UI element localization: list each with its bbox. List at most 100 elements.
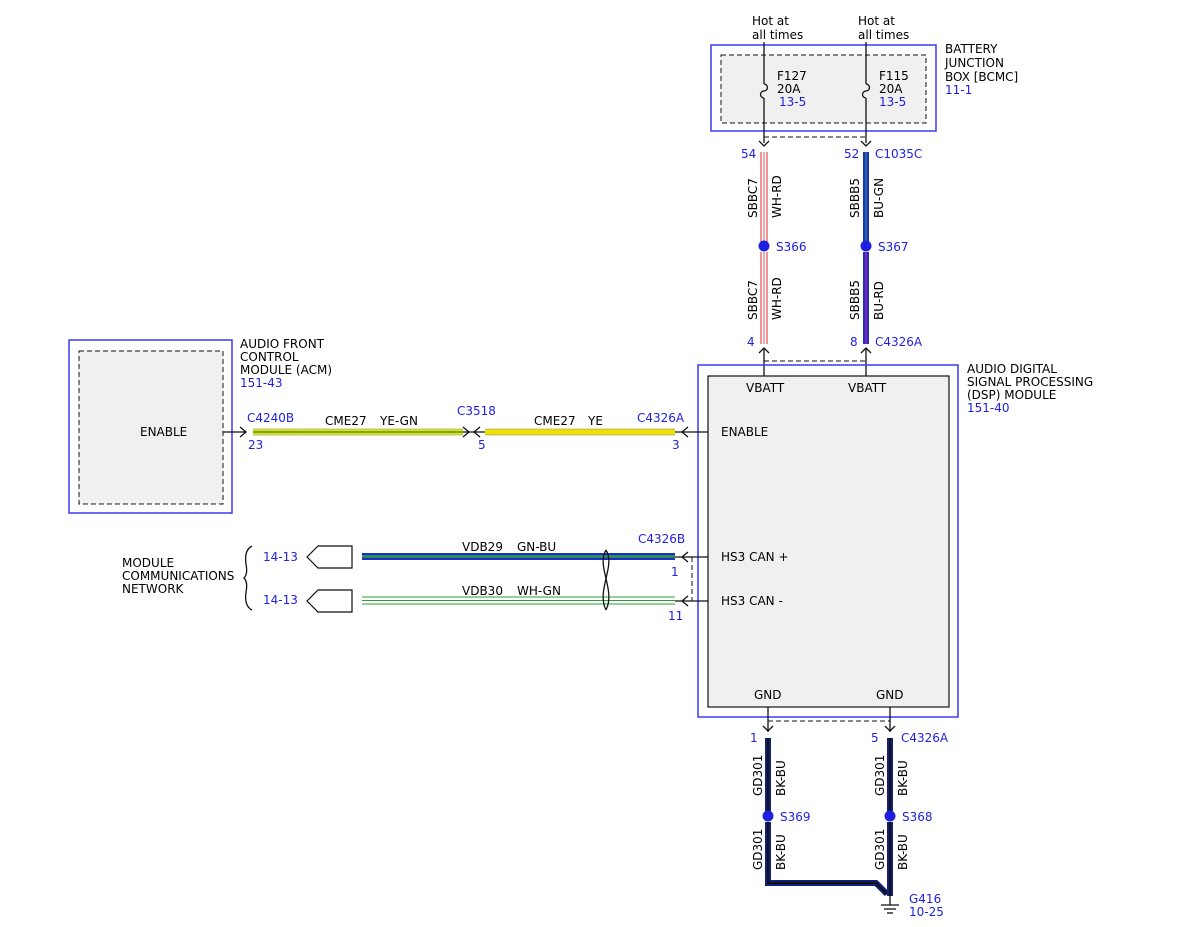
connector-c4326a-power[interactable] bbox=[758, 347, 872, 376]
wire-sbbc7-lower-circuit: SBBC7 bbox=[746, 280, 760, 320]
splice-s368-label: S368 bbox=[902, 810, 933, 824]
wire-vdb30-circuit: VDB30 bbox=[462, 584, 503, 598]
wire-sbbc7-upper[interactable] bbox=[760, 152, 768, 244]
wire-sbbb5-lower[interactable] bbox=[863, 252, 869, 344]
wire-sbbb5-upper-circuit: SBBB5 bbox=[848, 178, 862, 218]
can-minus-connector-arrow[interactable] bbox=[306, 589, 353, 613]
acm-name-line2: CONTROL bbox=[240, 350, 299, 364]
wire-gd301-right-upper[interactable] bbox=[887, 738, 893, 814]
c1035c-label[interactable]: C1035C bbox=[875, 147, 922, 161]
wire-gd301-left-upper-circuit: GD301 bbox=[751, 755, 765, 796]
bjb-ref[interactable]: 11-1 bbox=[945, 83, 972, 97]
splice-s368[interactable] bbox=[884, 810, 896, 822]
wire-gd301-left-lower[interactable] bbox=[765, 822, 890, 897]
c4240b-label[interactable]: C4240B bbox=[247, 411, 294, 425]
fuse-f127-rating: 20A bbox=[777, 82, 801, 96]
acm-ref[interactable]: 151-43 bbox=[240, 376, 283, 390]
acm-module[interactable] bbox=[68, 339, 233, 514]
dsp-vbatt-left: VBATT bbox=[746, 381, 785, 395]
can-minus-ref[interactable]: 14-13 bbox=[263, 593, 298, 607]
wire-sbbc7-upper-color: WH-RD bbox=[770, 175, 784, 218]
connector-c4240b[interactable] bbox=[223, 426, 248, 438]
acm-enable-label: ENABLE bbox=[140, 425, 187, 439]
wire-cme27-ye-circuit: CME27 bbox=[534, 414, 576, 428]
can-plus-ref[interactable]: 14-13 bbox=[263, 550, 298, 564]
wire-gd301-left-upper[interactable] bbox=[765, 738, 771, 814]
bjb-name-line1: BATTERY bbox=[945, 42, 998, 56]
wire-sbbc7-upper-circuit: SBBC7 bbox=[746, 178, 760, 218]
fuse-f127[interactable] bbox=[759, 42, 769, 143]
dsp-hs3-can-minus: HS3 CAN - bbox=[721, 594, 783, 608]
splice-s367-label: S367 bbox=[878, 240, 909, 254]
wire-cme27-ye-gn[interactable] bbox=[253, 428, 463, 436]
c3518-pin: 5 bbox=[478, 438, 486, 452]
dsp-name-line1: AUDIO DIGITAL bbox=[967, 362, 1057, 376]
ground-right-pin: 5 bbox=[871, 731, 879, 745]
c1035c-right-pin: 52 bbox=[844, 147, 859, 161]
dsp-name-line2: SIGNAL PROCESSING bbox=[967, 375, 1093, 389]
network-line2: COMMUNICATIONS bbox=[122, 569, 234, 583]
wire-sbbc7-lower[interactable] bbox=[760, 252, 768, 344]
splice-s366-label: S366 bbox=[776, 240, 807, 254]
c4326b-minus-pin: 11 bbox=[668, 609, 683, 623]
wire-cme27-ye[interactable] bbox=[485, 428, 675, 436]
ground-g416-ref[interactable]: 10-25 bbox=[909, 905, 944, 919]
splice-s367[interactable] bbox=[860, 240, 872, 252]
dsp-power-right-pin: 8 bbox=[850, 335, 858, 349]
bjb-name-line3: BOX [BCMC] bbox=[945, 70, 1018, 84]
ground-connector-label[interactable]: C4326A bbox=[901, 731, 949, 745]
dsp-ref[interactable]: 151-40 bbox=[967, 401, 1010, 415]
connector-c3518[interactable] bbox=[462, 426, 487, 438]
wire-vdb29-circuit: VDB29 bbox=[462, 540, 503, 554]
dsp-power-left-pin: 4 bbox=[747, 335, 755, 349]
wire-sbbb5-upper[interactable] bbox=[863, 152, 869, 244]
dsp-name-line3: (DSP) MODULE bbox=[967, 388, 1056, 402]
wire-gd301-right-lower-circuit: GD301 bbox=[873, 829, 887, 870]
can-plus-connector-arrow[interactable] bbox=[306, 545, 353, 569]
dsp-hs3-can-plus: HS3 CAN + bbox=[721, 550, 789, 564]
connector-c1035c[interactable] bbox=[758, 136, 872, 147]
wire-gd301-left-lower-circuit: GD301 bbox=[751, 829, 765, 870]
c4326b-plus-pin: 1 bbox=[671, 565, 679, 579]
c3518-label[interactable]: C3518 bbox=[457, 404, 496, 418]
dsp-gnd-right: GND bbox=[876, 688, 904, 702]
network-brace bbox=[243, 545, 253, 611]
wire-gd301-right-upper-circuit: GD301 bbox=[873, 755, 887, 796]
wire-vdb30-color: WH-GN bbox=[517, 584, 561, 598]
wire-sbbc7-lower-color: WH-RD bbox=[770, 277, 784, 320]
connector-c4326b[interactable] bbox=[675, 551, 708, 607]
fuse-f127-ref[interactable]: 13-5 bbox=[779, 95, 806, 109]
dsp-power-connector-label[interactable]: C4326A bbox=[875, 335, 923, 349]
wire-sbbb5-upper-color: BU-GN bbox=[872, 178, 886, 218]
fuse-f127-hot-line1: Hot at bbox=[752, 14, 789, 28]
wire-vdb30-wh-gn[interactable] bbox=[362, 596, 675, 605]
wire-sbbb5-lower-circuit: SBBB5 bbox=[848, 280, 862, 320]
battery-junction-box[interactable] bbox=[710, 44, 937, 132]
splice-s366[interactable] bbox=[758, 240, 770, 252]
dsp-module[interactable] bbox=[697, 364, 959, 718]
wire-cme27-ye-gn-color: YE-GN bbox=[379, 414, 418, 428]
network-line1: MODULE bbox=[122, 556, 174, 570]
splice-s369[interactable] bbox=[762, 810, 774, 822]
wire-gd301-left-upper-color: BK-BU bbox=[774, 760, 788, 796]
c4326a-enable-label[interactable]: C4326A bbox=[637, 411, 685, 425]
wire-gd301-left-lower-color: BK-BU bbox=[774, 834, 788, 870]
acm-name-line1: AUDIO FRONT bbox=[240, 337, 325, 351]
dsp-enable-pin: ENABLE bbox=[721, 425, 768, 439]
connector-c4326a-enable[interactable] bbox=[675, 426, 708, 438]
wire-sbbb5-lower-color: BU-RD bbox=[872, 281, 886, 320]
ground-left-pin: 1 bbox=[750, 731, 758, 745]
wire-cme27-ye-color: YE bbox=[587, 414, 603, 428]
c1035c-left-pin: 54 bbox=[741, 147, 756, 161]
c4326b-label[interactable]: C4326B bbox=[638, 532, 685, 546]
c4240b-pin: 23 bbox=[248, 438, 263, 452]
wire-gd301-right-upper-color: BK-BU bbox=[896, 760, 910, 796]
wire-gd301-right-lower-color: BK-BU bbox=[896, 834, 910, 870]
splice-s369-label: S369 bbox=[780, 810, 811, 824]
connector-c4326a-ground[interactable] bbox=[762, 707, 896, 732]
dsp-gnd-left: GND bbox=[754, 688, 782, 702]
fuse-f115-ref[interactable]: 13-5 bbox=[879, 95, 906, 109]
fuse-f115[interactable] bbox=[861, 42, 871, 143]
wire-vdb29-gn-bu[interactable] bbox=[362, 553, 675, 560]
